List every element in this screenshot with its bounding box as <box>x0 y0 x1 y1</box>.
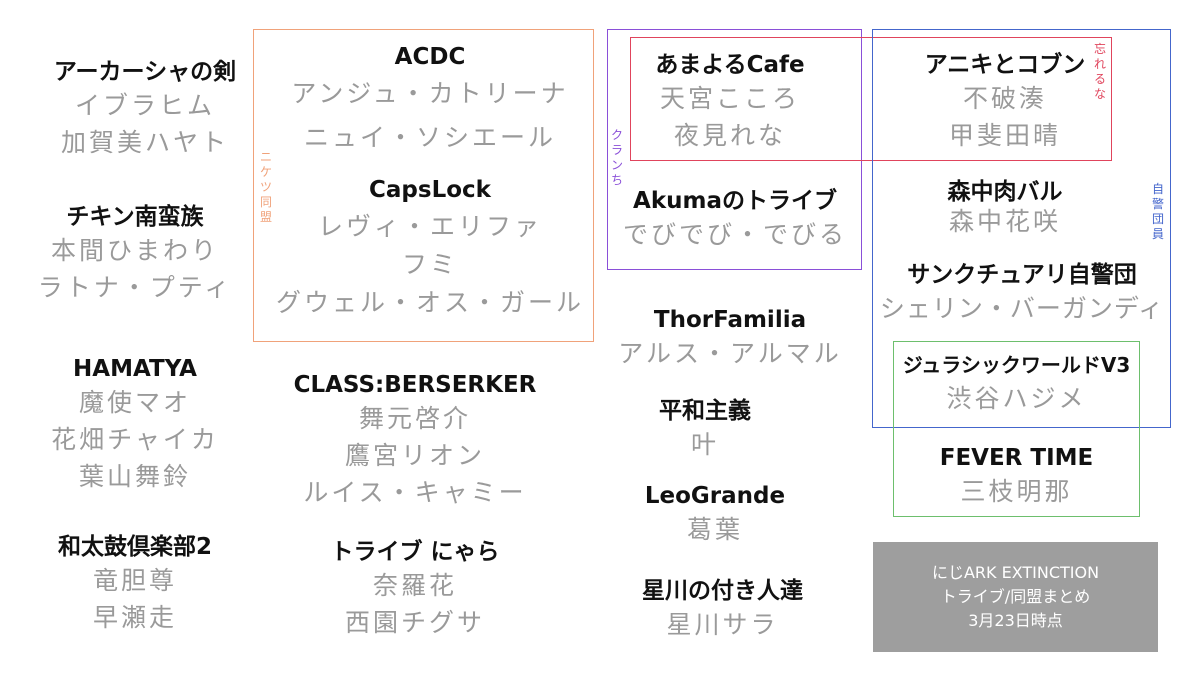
tribe-name: 星川の付き人達 <box>642 578 803 604</box>
tribe-name: あまよるCafe <box>655 52 805 78</box>
member-name: 早瀬走 <box>92 603 177 632</box>
member-name: 星川サラ <box>666 610 779 639</box>
member-name: 甲斐田晴 <box>948 121 1061 150</box>
alliance-box-jikeidanin <box>872 29 1171 428</box>
tribe-name: トライブ にゃら <box>330 539 500 565</box>
member-name: 西園チグサ <box>344 608 485 637</box>
member-name: 叶 <box>690 430 719 459</box>
alliance-label-kuranchi: クランち <box>610 128 623 187</box>
member-name: ニュイ・ソシエール <box>303 123 556 152</box>
member-name: 加賀美ハヤト <box>60 128 229 157</box>
member-name: フミ <box>401 250 458 279</box>
tribe-name: ThorFamilia <box>653 307 807 333</box>
tribe-name: LeoGrande <box>644 483 786 509</box>
member-name: 竜胆尊 <box>92 566 177 595</box>
tribe-name: CLASS:BERSERKER <box>293 372 537 398</box>
summary-date: 3月23日時点 <box>968 611 1063 630</box>
tribe-name: CapsLock <box>369 177 491 203</box>
tribe-block: チキン南蛮族 本間ひまわり ラトナ・プティ <box>20 202 250 306</box>
summary-subtitle: トライブ/同盟まとめ <box>940 587 1091 606</box>
tribe-name: 森中肉バル <box>947 179 1063 205</box>
member-name: ルイス・キャミー <box>303 478 527 507</box>
alliance-box-nikatsu <box>253 29 594 342</box>
tribe-name: アーカーシャの剣 <box>53 59 237 85</box>
member-name: グウェル・オス・ガール <box>275 288 584 317</box>
alliance-box-green <box>893 341 1140 517</box>
member-name: 舞元啓介 <box>358 404 471 433</box>
tribe-name: HAMATYA <box>73 356 197 382</box>
member-name: 本間ひまわり <box>50 236 219 265</box>
alliance-label-wasureruna: 忘れるな <box>1093 42 1106 101</box>
tribe-name: ジュラシックワールドV3 <box>902 353 1131 377</box>
member-name: ラトナ・プティ <box>37 273 233 302</box>
member-name: 天宮こころ <box>659 84 800 113</box>
alliance-label-nikatsu: ニケツ同盟 <box>259 150 272 224</box>
tribe-block: アーカーシャの剣 イブラヒム 加賀美ハヤト <box>30 57 260 161</box>
member-name: 奈羅花 <box>372 571 457 600</box>
tribe-block: アニキとコブン 不破湊 甲斐田晴 <box>905 50 1105 154</box>
member-name: 不破湊 <box>962 84 1047 113</box>
member-name: 葉山舞鈴 <box>78 462 191 491</box>
tribe-block: FEVER TIME 三枝明那 <box>895 443 1138 510</box>
tribe-block: LeoGrande 葛葉 <box>615 481 815 548</box>
member-name: アンジュ・カトリーナ <box>291 79 569 108</box>
tribe-block: あまよるCafe 天宮こころ 夜見れな <box>630 50 830 154</box>
tribe-name: FEVER TIME <box>939 445 1094 471</box>
member-name: 葛葉 <box>686 515 743 544</box>
member-name: 花畑チャイカ <box>51 425 219 454</box>
member-name: 鷹宮リオン <box>344 441 485 470</box>
member-name: 夜見れな <box>673 121 786 150</box>
tribe-block: HAMATYA 魔使マオ 花畑チャイカ 葉山舞鈴 <box>20 354 250 495</box>
alliance-box-wasureruna <box>630 37 1112 161</box>
tribe-block: CapsLock レヴィ・エリファ フミ グウェル・オス・ガール <box>270 175 590 325</box>
tribe-name: アニキとコブン <box>924 52 1086 78</box>
summary-box: にじARK EXTINCTION トライブ/同盟まとめ 3月23日時点 <box>873 542 1158 652</box>
tribe-name: 平和主義 <box>659 398 751 424</box>
tribe-block: ジュラシックワールドV3 渋谷ハジメ <box>895 350 1138 417</box>
tribe-block: 星川の付き人達 星川サラ <box>620 576 825 643</box>
tribe-block: 森中肉バル 森中花咲 <box>905 177 1105 237</box>
tribe-block: ThorFamilia アルス・アルマル <box>610 305 850 372</box>
tribe-name: 和太鼓倶楽部2 <box>57 534 212 560</box>
tribe-block: 和太鼓倶楽部2 竜胆尊 早瀬走 <box>20 532 250 636</box>
alliance-box-kuranchi <box>607 29 862 270</box>
member-name: 三枝明那 <box>960 477 1073 506</box>
tribe-block: Akumaのトライブ でびでび・でびる <box>615 186 855 253</box>
member-name: でびでび・でびる <box>622 220 847 249</box>
tribe-block: 平和主義 叶 <box>605 396 805 463</box>
member-name: レヴィ・エリファ <box>317 212 542 241</box>
member-name: 森中花咲 <box>948 207 1061 236</box>
tribe-block: トライブ にゃら 奈羅花 西園チグサ <box>275 537 555 641</box>
alliance-label-jikeidanin: 自警団員 <box>1151 182 1164 241</box>
tribe-block: CLASS:BERSERKER 舞元啓介 鷹宮リオン ルイス・キャミー <box>265 370 565 511</box>
summary-title: にじARK EXTINCTION <box>931 563 1100 582</box>
member-name: イブラヒム <box>74 91 215 120</box>
tribe-name: チキン南蛮族 <box>66 204 204 230</box>
tribe-name: ACDC <box>394 44 466 70</box>
member-name: 渋谷ハジメ <box>946 384 1087 413</box>
tribe-block: サンクチュアリ自警団 シェリン・バーガンディ <box>877 260 1167 327</box>
member-name: アルス・アルマル <box>618 339 842 368</box>
tribe-block: ACDC アンジュ・カトリーナ ニュイ・ソシエール <box>270 42 590 160</box>
tribe-name: サンクチュアリ自警団 <box>907 262 1137 288</box>
member-name: 魔使マオ <box>78 388 191 417</box>
member-name: シェリン・バーガンディ <box>879 294 1165 323</box>
tribe-name: Akumaのトライブ <box>633 188 837 214</box>
